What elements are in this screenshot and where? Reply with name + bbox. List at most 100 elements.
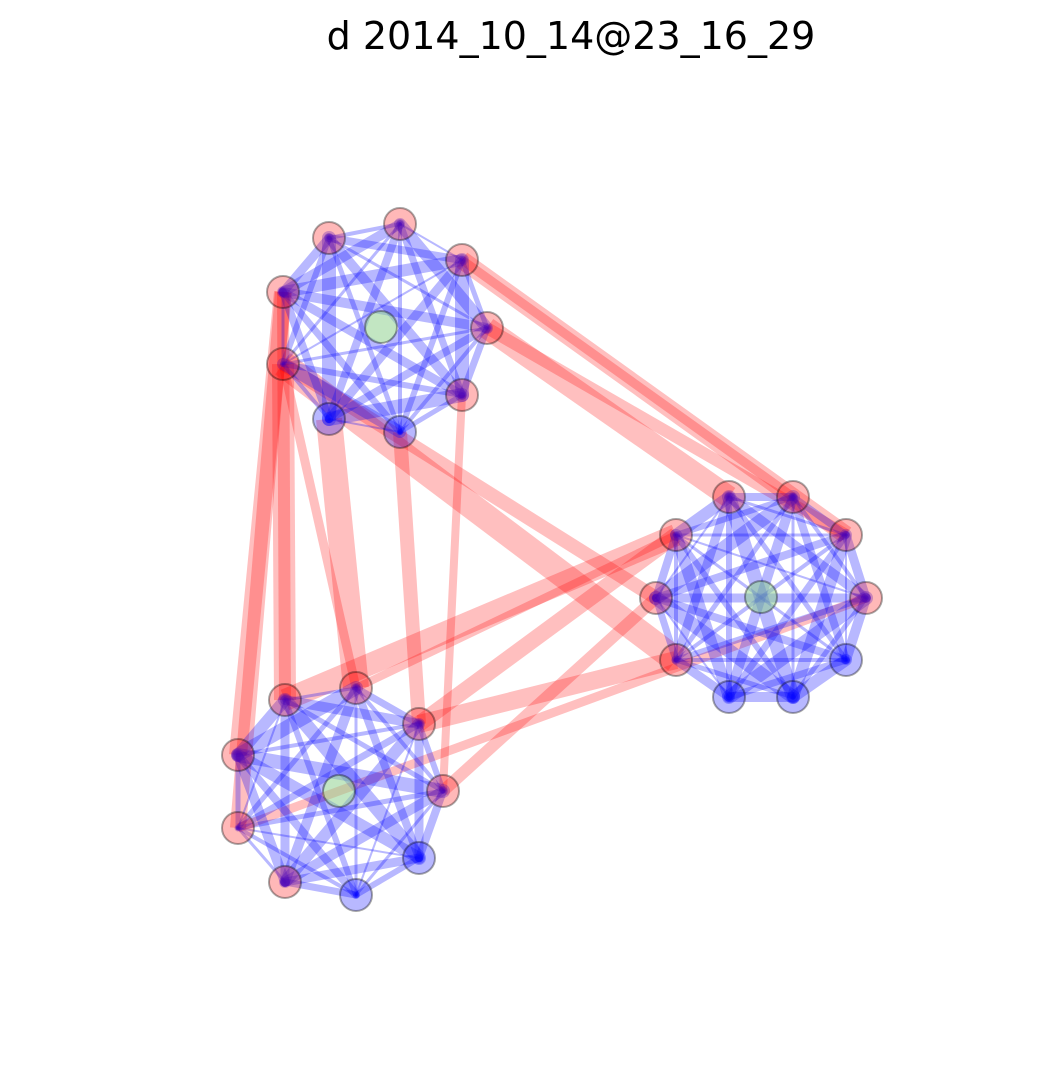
intra-edge-A5-A6: [397, 392, 465, 435]
intra-edge-B5-B6: [787, 654, 852, 703]
graph-nodes: [221, 207, 883, 912]
inter-edge-A9-C8: [230, 291, 291, 829]
intra-edge-A2-A4: [394, 218, 493, 334]
intra-edge-B4-B8: [673, 595, 869, 663]
inter-edge-A3-B3: [456, 252, 852, 543]
intra-edge-B1-B3: [727, 495, 848, 537]
intra-edge-B1-B5: [726, 494, 849, 663]
intra-edge-A6-A8: [277, 358, 406, 438]
node-C2: [339, 671, 373, 705]
inter-edge-A8-B8: [275, 353, 684, 671]
intra-edge-B9-B10: [652, 531, 680, 602]
intra-edge-A4-A6: [398, 326, 489, 434]
inter-edge-C4-B9: [438, 593, 661, 796]
inter-edge-A4-B3: [484, 322, 849, 541]
node-B5: [829, 643, 863, 677]
node-C4: [426, 774, 460, 808]
inter-edge-A8-C2: [278, 363, 361, 689]
intra-edge-C1-C5: [278, 693, 426, 865]
inter-edge-A4-B1: [480, 318, 736, 507]
intra-edge-B3-B7: [725, 531, 850, 701]
inter-edge-A9-C9: [229, 291, 292, 756]
node-A6: [383, 415, 417, 449]
intra-edge-A1-A4: [327, 236, 489, 330]
node-C8: [221, 811, 255, 845]
intra-edge-A4-A8: [281, 326, 489, 366]
intra-edge-B3-B4: [841, 530, 871, 603]
intra-edge-C3-C9: [236, 722, 421, 757]
node-A0: [364, 310, 398, 344]
intra-edge-B6-B8: [673, 657, 796, 700]
inter-edge-A5-C4: [439, 394, 466, 792]
intra-edge-C3-C7: [279, 718, 425, 888]
inter-edge-C3-B10: [414, 528, 681, 731]
intra-edge-A3-A9: [277, 254, 468, 298]
intra-edge-B2-B10: [673, 494, 796, 538]
intra-edge-B2-B3: [789, 493, 850, 539]
intra-edge-C1-C4: [282, 697, 446, 794]
node-B3: [829, 518, 863, 552]
intra-edge-C2-C5: [352, 684, 423, 862]
intra-edge-B2-B5: [789, 493, 850, 664]
inter-edge-A9-C1: [277, 291, 291, 701]
intra-edge-C7-C8: [236, 826, 287, 884]
intra-edge-A1-A8: [280, 235, 332, 367]
intra-edge-A3-A8: [282, 259, 463, 365]
intra-edge-C2-C7: [280, 683, 361, 887]
intra-edge-C6-C8: [236, 826, 358, 897]
intra-edge-A1-A9: [278, 233, 334, 297]
intra-edge-C1-C8: [237, 699, 286, 829]
intra-edge-C1-C3: [280, 695, 424, 729]
node-A8: [266, 347, 300, 381]
intra-edge-B1-B9: [655, 496, 730, 599]
node-B8: [659, 643, 693, 677]
inter-edge-A3-B2: [459, 256, 796, 501]
intra-edge-C4-C8: [235, 788, 446, 831]
intra-edge-C3-C8: [234, 720, 423, 832]
intra-edge-C4-C9: [231, 748, 450, 798]
node-A5: [445, 378, 479, 412]
intra-edge-A3-A6: [397, 257, 465, 435]
intra-edge-A4-A9: [278, 287, 492, 333]
intra-edge-B8-B9: [652, 594, 680, 664]
inter-edge-A8-B9: [279, 358, 660, 604]
intra-edge-C6-C7: [281, 878, 360, 899]
intra-edge-A1-A2: [327, 222, 402, 240]
node-C7: [268, 865, 302, 899]
intra-edge-B3-B6: [787, 529, 852, 703]
inter-cluster-edges: [229, 252, 868, 833]
node-A9: [266, 275, 300, 309]
node-B6: [776, 680, 810, 714]
intra-edge-A5-A7: [322, 388, 469, 426]
intra-edge-C4-C5: [415, 787, 447, 862]
intra-edge-C1-C6: [282, 697, 359, 898]
node-A3: [445, 243, 479, 277]
node-C9: [221, 738, 255, 772]
intra-edge-A5-A8: [280, 361, 465, 398]
node-A2: [383, 207, 417, 241]
inter-edge-A7-C2: [316, 417, 369, 690]
intra-edge-C5-C8: [237, 827, 420, 859]
intra-edge-C2-C8: [235, 685, 359, 831]
intra-edge-B1-B8: [671, 492, 734, 665]
intra-edge-A2-A3: [399, 223, 463, 261]
intra-edge-A5-A9: [278, 287, 467, 400]
intra-edge-A2-A9: [278, 219, 405, 297]
intra-edge-B3-B9: [652, 531, 850, 602]
intra-edge-C5-C6: [353, 855, 422, 898]
node-C3: [402, 707, 436, 741]
intra-edge-A4-A5: [458, 324, 491, 399]
intra-edge-B7-B9: [655, 597, 730, 698]
intra-edge-C3-C6: [355, 723, 420, 896]
node-A7: [312, 402, 346, 436]
intra-edge-B4-B7: [722, 591, 873, 704]
node-B4: [849, 581, 883, 615]
intra-edge-A2-A7: [325, 220, 404, 423]
intra-edge-C2-C4: [354, 686, 445, 793]
intra-edge-B1-B4: [724, 492, 871, 603]
intra-edge-C6-C9: [234, 751, 360, 899]
inter-edge-C3-B8: [416, 651, 679, 733]
intra-edge-A7-A9: [279, 288, 333, 423]
intra-edge-A1-A5: [324, 233, 467, 400]
